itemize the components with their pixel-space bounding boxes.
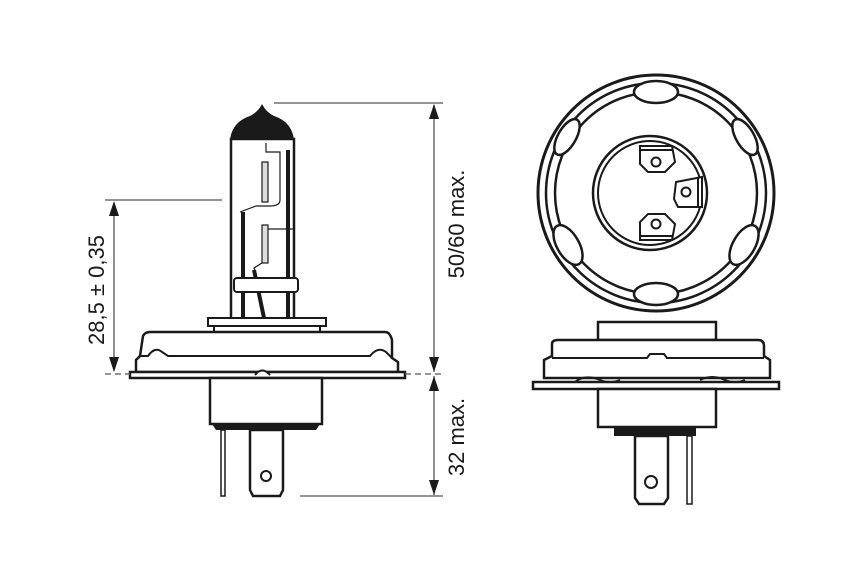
base-cup <box>208 376 324 426</box>
terminal-pin <box>220 429 226 497</box>
flange <box>134 330 400 374</box>
dimension-base-height: 32 max. <box>444 398 469 476</box>
flange-outer-ring <box>536 73 776 313</box>
front-view <box>531 320 781 506</box>
dimension-lines: 28,5 ± 0,35 50/60 max. 32 max. <box>84 102 469 497</box>
filament-high <box>261 161 269 203</box>
terminal-contacts <box>639 145 703 241</box>
front-terminal-blade <box>633 434 670 506</box>
bulb-tip <box>230 104 294 140</box>
front-flange <box>542 338 772 380</box>
filament-low <box>261 224 269 264</box>
side-view <box>128 104 407 498</box>
pinch <box>233 277 299 293</box>
base-circle <box>591 134 709 252</box>
top-view <box>536 73 776 313</box>
front-terminal-pin <box>686 435 693 505</box>
dimension-bulb-height: 50/60 max. <box>444 170 469 279</box>
terminal-blade <box>248 428 285 498</box>
dimension-focal-distance: 28,5 ± 0,35 <box>84 235 109 345</box>
flange-lugs <box>552 79 760 307</box>
